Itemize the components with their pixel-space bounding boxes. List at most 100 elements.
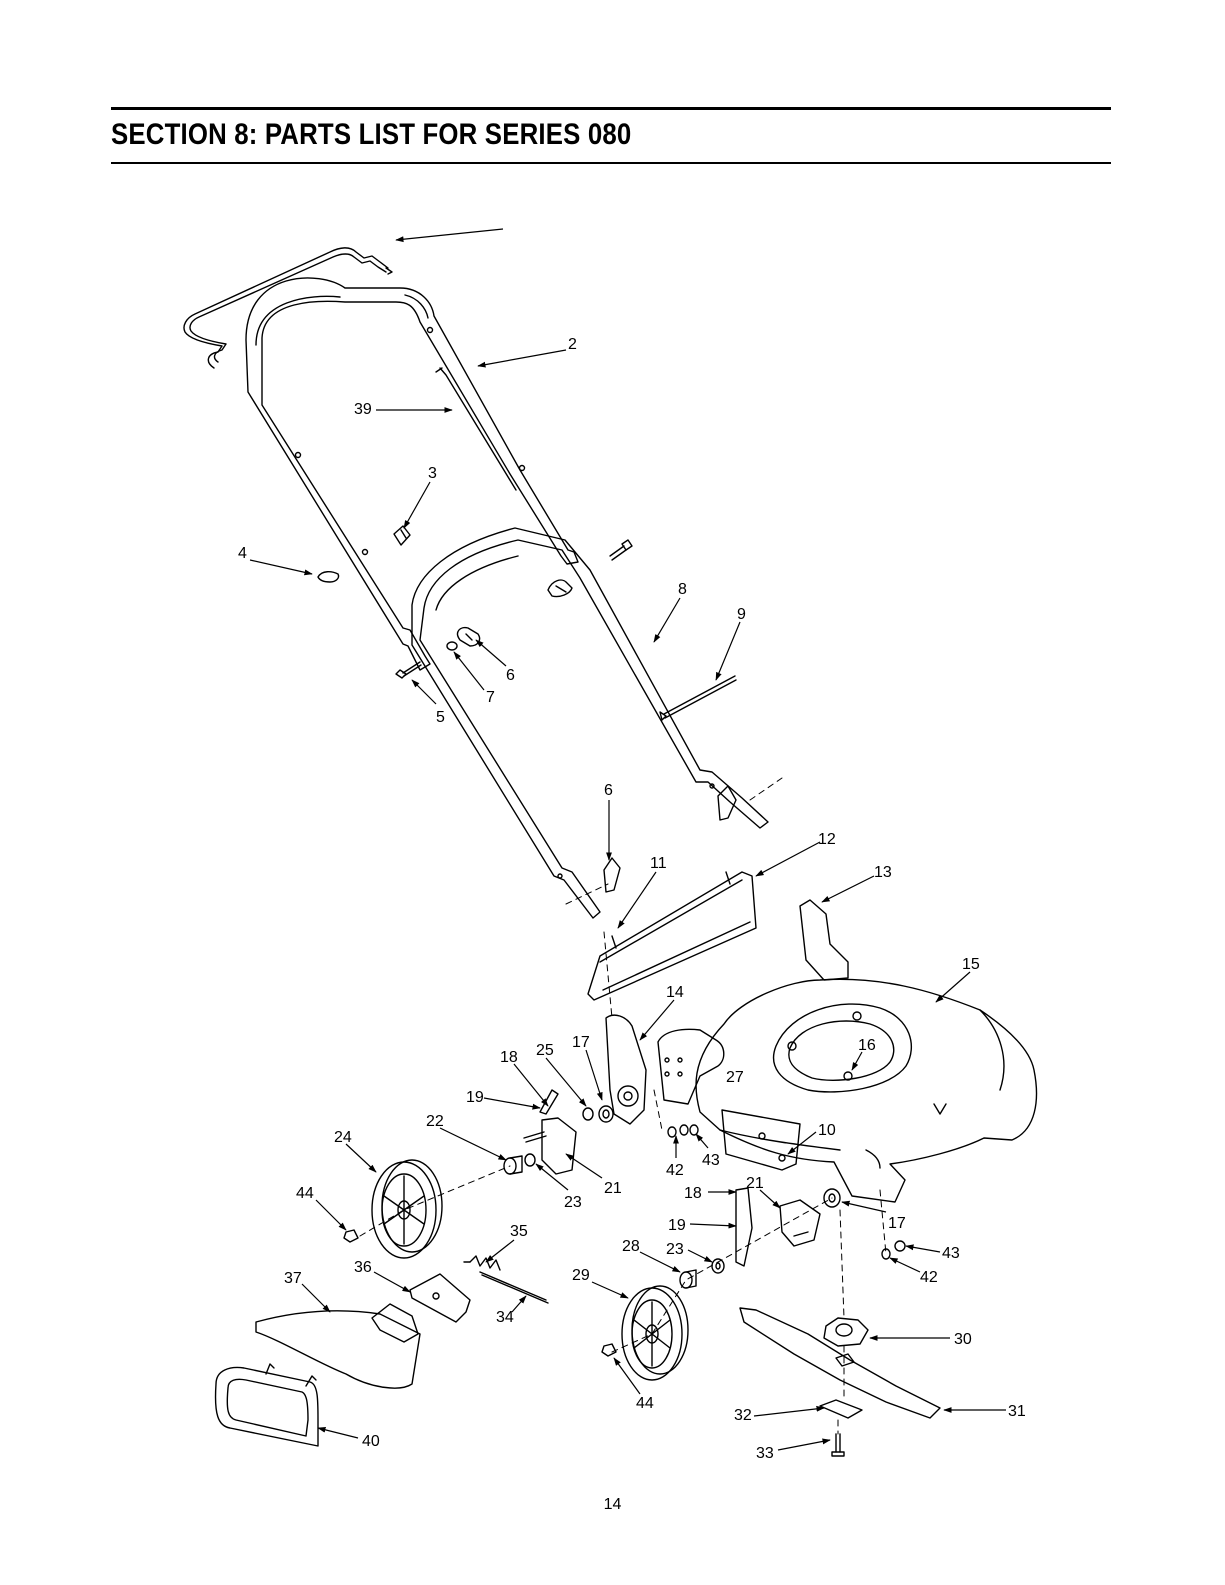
leader-17a <box>586 1050 602 1100</box>
leader-19a <box>484 1098 540 1108</box>
callout-33: 33 <box>756 1445 774 1462</box>
deflector-piece-part <box>800 900 848 980</box>
callout-10: 10 <box>818 1122 836 1139</box>
callout-4: 4 <box>238 545 247 562</box>
callout-37: 37 <box>284 1270 302 1287</box>
leader-22 <box>440 1128 506 1160</box>
callout-14: 14 <box>666 984 684 1001</box>
leader-21a <box>566 1154 602 1178</box>
callout-17: 17 <box>572 1034 590 1051</box>
leader-9 <box>716 622 740 680</box>
leader-15 <box>936 972 970 1002</box>
leader-37 <box>302 1284 330 1312</box>
leader-3 <box>404 482 430 528</box>
leader-44a <box>316 1200 346 1230</box>
callout-5: 5 <box>436 709 445 726</box>
callout-16: 16 <box>858 1037 876 1054</box>
leader-44b <box>614 1358 640 1394</box>
front-bracket-part <box>736 1188 840 1266</box>
lower-knob-part <box>604 786 736 892</box>
callout-30: 30 <box>954 1331 972 1348</box>
lever-part <box>540 1090 558 1114</box>
cable-tie-part <box>394 526 410 545</box>
leader-13 <box>822 876 874 902</box>
callout-21: 21 <box>604 1180 622 1197</box>
callout-42-right: 42 <box>920 1269 938 1286</box>
leader-36 <box>374 1272 410 1292</box>
cable-part <box>436 368 516 490</box>
callout-17-front: 17 <box>888 1215 906 1232</box>
callout-44-front: 44 <box>636 1395 654 1412</box>
callout-32: 32 <box>734 1407 752 1424</box>
bag-frame-part <box>216 1364 318 1446</box>
rear-flap-part <box>588 872 756 1000</box>
callout-35: 35 <box>510 1223 528 1240</box>
callout-31: 31 <box>1008 1403 1026 1420</box>
leader-19b <box>690 1224 736 1226</box>
callout-6: 6 <box>506 667 515 684</box>
leader-29 <box>592 1282 628 1298</box>
callout-6-lower: 6 <box>604 782 613 799</box>
callout-2: 2 <box>568 336 577 353</box>
spring-part <box>464 1256 548 1303</box>
spacer-part <box>583 1106 613 1122</box>
leader-42b <box>890 1258 920 1272</box>
leader-23b <box>688 1250 712 1262</box>
cable-tie-clip-part <box>318 572 339 582</box>
leader-32 <box>754 1408 824 1416</box>
leader-18a <box>514 1064 548 1106</box>
leader-33 <box>778 1440 830 1450</box>
callout-7: 7 <box>486 689 495 706</box>
leader-1 <box>396 229 503 240</box>
mower-deck-part <box>696 979 1037 1202</box>
blade-support-part <box>820 1400 862 1456</box>
assembly-guide-lines <box>360 778 886 1434</box>
leader-34 <box>512 1296 526 1312</box>
height-adjuster-part <box>606 1015 646 1124</box>
handle-knob-part <box>458 580 572 646</box>
callout-34: 34 <box>496 1309 514 1326</box>
leader-8 <box>654 598 680 642</box>
callout-23-front: 23 <box>666 1241 684 1258</box>
callout-21-front: 21 <box>746 1175 764 1192</box>
callout-24: 24 <box>334 1129 352 1146</box>
callout-27: 27 <box>726 1069 744 1086</box>
callout-43-right: 43 <box>942 1245 960 1262</box>
leader-14 <box>640 1000 674 1040</box>
callout-39: 39 <box>354 401 372 418</box>
small-hardware-part <box>668 1125 905 1259</box>
rod-part <box>660 676 736 720</box>
leader-7 <box>454 652 484 690</box>
bolt-part <box>610 540 632 560</box>
handle-bolt-part <box>396 662 421 678</box>
callout-13: 13 <box>874 864 892 881</box>
callout-8: 8 <box>678 581 687 598</box>
callout-3: 3 <box>428 465 437 482</box>
front-wheel-part <box>622 1286 688 1380</box>
page-number: 14 <box>0 1496 1225 1514</box>
callout-12: 12 <box>818 831 836 848</box>
front-adjuster-housing-part <box>658 1029 724 1104</box>
callout-23: 23 <box>564 1194 582 1211</box>
leader-5 <box>412 680 436 704</box>
callout-44: 44 <box>296 1185 314 1202</box>
callout-19: 19 <box>466 1089 484 1106</box>
leader-16 <box>852 1052 862 1070</box>
leader-2 <box>478 350 566 366</box>
hinge-bracket-part <box>410 1274 470 1322</box>
callout-42: 42 <box>666 1162 684 1179</box>
control-bail-part <box>184 248 392 368</box>
callout-labels: 2 39 3 4 5 6 7 8 9 6 11 12 13 15 14 16 1… <box>238 336 1026 1462</box>
rear-wheel-part <box>372 1160 442 1258</box>
callout-9: 9 <box>737 606 746 623</box>
wheel-bolt-part <box>504 1154 724 1288</box>
leader-4 <box>250 560 312 574</box>
leader-25 <box>546 1058 586 1106</box>
leader-17b <box>842 1202 886 1212</box>
callout-36: 36 <box>354 1259 372 1276</box>
leader-12 <box>756 842 820 876</box>
callout-40: 40 <box>362 1433 380 1450</box>
leader-21b <box>760 1190 780 1208</box>
washer-part <box>447 642 457 650</box>
